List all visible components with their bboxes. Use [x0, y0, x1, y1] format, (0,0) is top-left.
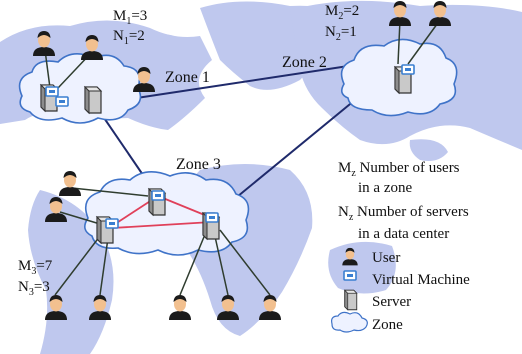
legend: Mz Number of users in a zone Nz Number o…	[331, 160, 470, 333]
legend-nz: Nz Number of servers	[338, 204, 469, 223]
virtual-machine-icon[interactable]	[55, 96, 69, 107]
legend-zone-cloud-icon	[331, 311, 368, 333]
server-icon[interactable]	[84, 86, 102, 114]
zone-3-users: M3=7	[18, 258, 53, 277]
legend-mz-line2: in a zone	[358, 180, 412, 196]
link-zone1-zone2	[129, 64, 356, 100]
virtual-machine-icon[interactable]	[151, 190, 165, 201]
user-icon[interactable]	[169, 295, 191, 320]
legend-mz: Mz Number of users	[338, 160, 460, 179]
virtual-machine-icon[interactable]	[205, 212, 219, 223]
virtual-machine-icon[interactable]	[45, 86, 59, 97]
user-links	[44, 19, 441, 296]
legend-virtual-machine-icon	[343, 270, 357, 281]
virtual-machine-icon[interactable]	[105, 218, 119, 229]
legend-vm: Virtual Machine	[372, 272, 470, 288]
legend-server-icon	[344, 289, 358, 311]
zone-3-label: Zone 3	[176, 156, 221, 173]
legend-user: User	[372, 250, 400, 266]
zone-1-users: M1=3	[113, 8, 147, 27]
user-icon[interactable]	[59, 171, 81, 196]
zone-2-servers: N2=1	[325, 24, 357, 43]
legend-server: Server	[372, 294, 411, 310]
zone-3-servers: N3=3	[18, 279, 50, 298]
virtual-machine-icon[interactable]	[401, 64, 415, 75]
legend-nz-line2: in a data center	[358, 226, 449, 242]
zone-1-servers: N1=2	[113, 28, 145, 47]
legend-zone: Zone	[372, 317, 403, 333]
zone-2-users: M2=2	[325, 3, 359, 22]
zone-2-label: Zone 2	[282, 54, 327, 71]
zone-1-label: Zone 1	[165, 69, 210, 86]
